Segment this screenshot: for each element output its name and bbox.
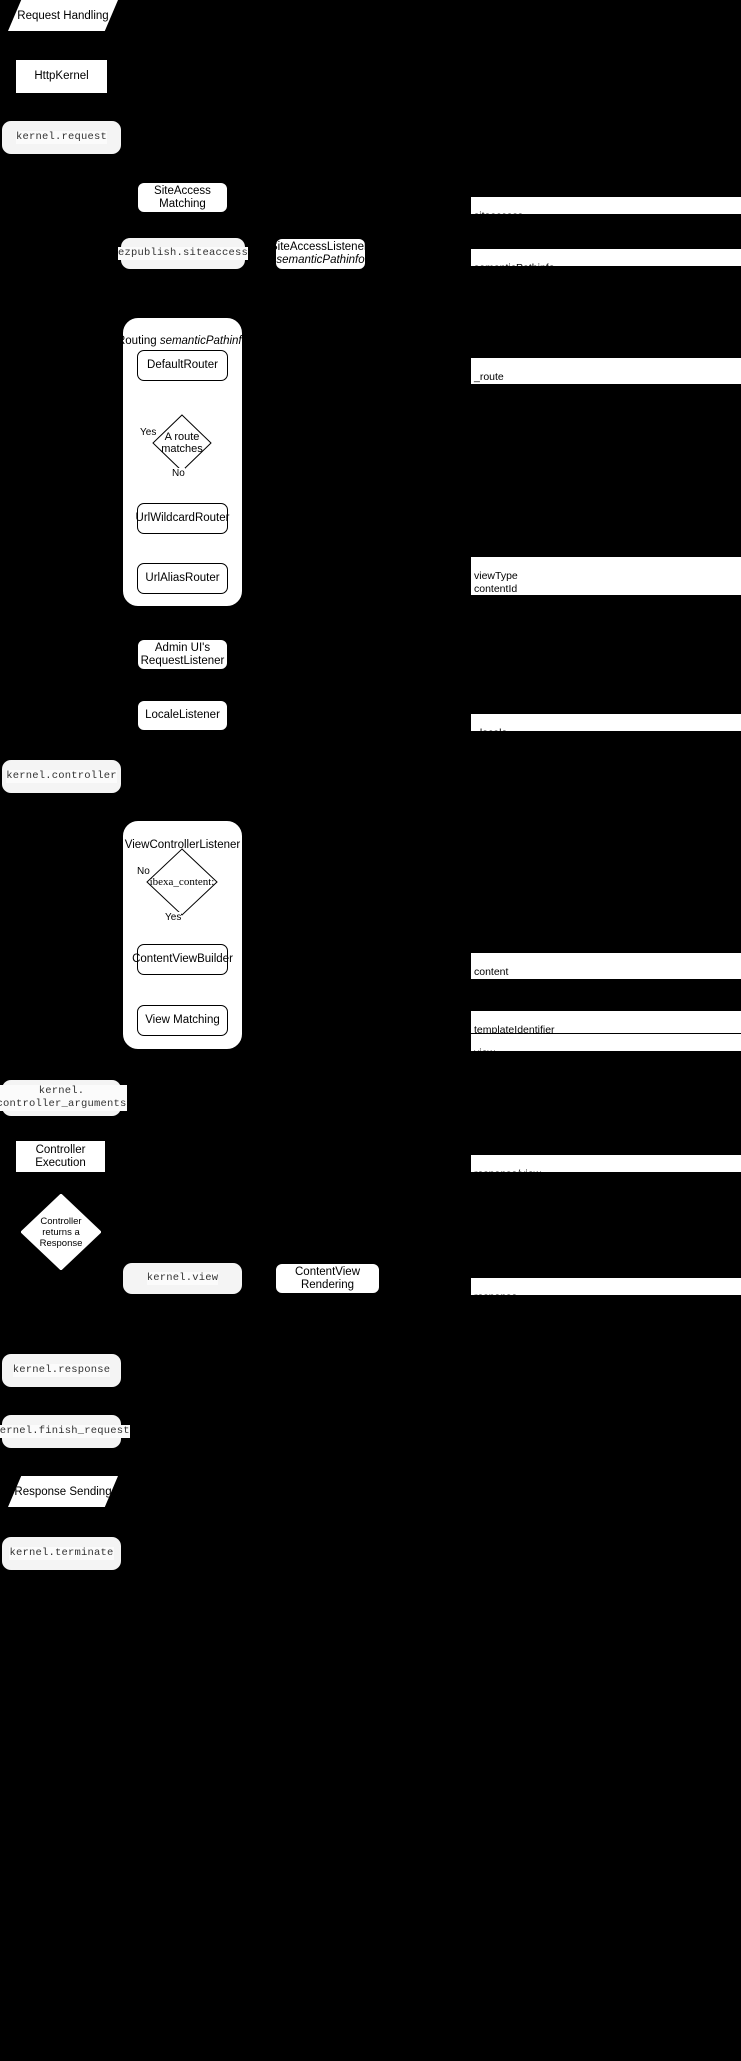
decision-ibexa-content-yes-label: Yes (165, 912, 182, 923)
node-http-kernel-label: HttpKernel (34, 70, 89, 82)
attribute-view: view (470, 1033, 741, 1059)
attribute-view-content-location: viewType contentId locationId (470, 556, 741, 607)
decision-ibexa-content-no-label: No (137, 866, 150, 877)
attribute-response-label: response (474, 1291, 518, 1304)
attribute-locale-label: _locale (474, 727, 508, 740)
attribute-response-view: response/view (470, 1154, 741, 1180)
event-kernel-finish-request[interactable]: kernel.finish_request (0, 1415, 130, 1448)
event-kernel-controller-arguments-label: kernel. controller_arguments (0, 1085, 127, 1111)
event-kernel-response-label: kernel.response (12, 1364, 111, 1377)
decision-controller-returns-response-label: Controller returns a Response (39, 1215, 83, 1249)
attribute-siteaccess: siteaccess (470, 196, 741, 222)
node-url-alias-router-label: UrlAliasRouter (145, 572, 220, 584)
attribute-route-controller: _route _controller (470, 357, 741, 396)
attribute-content-location-label: content location (474, 966, 511, 991)
decision-ibexa-content[interactable]: ibexa_content: (146, 848, 218, 916)
group-routing-title-prefix: Routing (116, 335, 160, 347)
node-controller-execution[interactable]: Controller Execution (16, 1141, 105, 1172)
node-locale-listener-label: LocaleListener (145, 709, 220, 721)
decision-controller-returns-response[interactable]: Controller returns a Response (21, 1194, 101, 1270)
node-siteaccess-matching[interactable]: SiteAccess Matching (137, 182, 228, 213)
node-url-wildcard-router-label: UrlWildcardRouter (135, 512, 230, 524)
node-content-view-builder[interactable]: ContentViewBuilder (132, 944, 233, 975)
node-view-matching[interactable]: View Matching (137, 1005, 228, 1036)
banner-request-handling-label: Request Handling (17, 9, 109, 22)
decision-ibexa-content-yes: Yes (165, 912, 182, 923)
attribute-siteaccess-label: siteaccess (474, 210, 524, 223)
node-content-view-builder-label: ContentViewBuilder (132, 953, 233, 965)
node-http-kernel[interactable]: HttpKernel (16, 60, 107, 93)
attribute-locale: _locale (470, 713, 741, 739)
event-kernel-terminate-label: kernel.terminate (9, 1547, 114, 1560)
event-kernel-controller-label: kernel.controller (6, 770, 117, 783)
node-siteaccess-listener-line2: semanticPathinfo (276, 254, 365, 266)
banner-response-sending: Response Sending (8, 1476, 118, 1507)
node-admin-ui-request-listener-label: Admin UI's RequestListener (140, 641, 225, 667)
banner-request-handling: Request Handling (8, 0, 118, 31)
event-kernel-controller-arguments[interactable]: kernel. controller_arguments (0, 1080, 127, 1116)
event-kernel-view-label: kernel.view (146, 1272, 219, 1285)
node-view-matching-label: View Matching (145, 1014, 220, 1026)
group-view-controller-listener-title: ViewControllerListener (112, 826, 253, 852)
node-controller-execution-label: Controller Execution (35, 1143, 86, 1169)
node-default-router-label: DefaultRouter (147, 359, 218, 371)
event-kernel-finish-request-label: kernel.finish_request (0, 1425, 130, 1438)
node-siteaccess-listener-line1: SiteAccessListener: (270, 241, 371, 253)
attribute-semantic-pathinfo-label: semanticPathinfo (474, 262, 555, 275)
attribute-route-controller-label: _route _controller (474, 371, 524, 396)
decision-route-matches-yes-label: Yes (140, 427, 157, 438)
node-admin-ui-request-listener[interactable]: Admin UI's RequestListener (137, 639, 228, 670)
banner-response-sending-label: Response Sending (14, 1485, 112, 1498)
decision-ibexa-content-label: ibexa_content: (149, 875, 215, 888)
decision-route-matches-yes: Yes (140, 427, 157, 438)
attribute-view-content-location-label: viewType contentId locationId (474, 570, 519, 608)
group-routing-title-italic: semanticPathinfo (159, 335, 249, 347)
attribute-view-label: view (474, 1047, 496, 1060)
event-kernel-view[interactable]: kernel.view (123, 1263, 242, 1294)
node-siteaccess-matching-label: SiteAccess Matching (154, 184, 211, 210)
node-url-alias-router[interactable]: UrlAliasRouter (137, 563, 228, 594)
event-kernel-request-label: kernel.request (15, 131, 107, 144)
decision-ibexa-content-no: No (137, 866, 150, 877)
event-ezpublish-siteaccess-label: ezpublish.siteaccess (117, 247, 249, 260)
event-kernel-controller[interactable]: kernel.controller (2, 760, 121, 793)
event-kernel-response[interactable]: kernel.response (2, 1354, 121, 1387)
attribute-response: response (470, 1277, 741, 1303)
decision-route-matches[interactable]: A route matches (152, 414, 212, 472)
decision-route-matches-no: No (172, 468, 185, 479)
node-url-wildcard-router[interactable]: UrlWildcardRouter (135, 503, 230, 534)
node-siteaccess-listener[interactable]: SiteAccessListener: semanticPathinfo (270, 238, 371, 270)
decision-route-matches-label: A route matches (161, 430, 203, 456)
attribute-response-view-label: response/view (474, 1168, 542, 1181)
event-kernel-request[interactable]: kernel.request (2, 121, 121, 154)
group-view-controller-listener-title-label: ViewControllerListener (124, 839, 241, 851)
node-content-view-rendering[interactable]: ContentView Rendering (275, 1263, 380, 1294)
decision-route-matches-no-label: No (172, 468, 185, 479)
event-ezpublish-siteaccess[interactable]: ezpublish.siteaccess (117, 238, 249, 269)
node-content-view-rendering-label: ContentView Rendering (295, 1265, 360, 1291)
attribute-semantic-pathinfo: semanticPathinfo (470, 248, 741, 274)
attribute-content-location: content location (470, 952, 741, 991)
node-default-router[interactable]: DefaultRouter (137, 350, 228, 381)
event-kernel-terminate[interactable]: kernel.terminate (2, 1537, 121, 1570)
node-locale-listener[interactable]: LocaleListener (137, 700, 228, 731)
